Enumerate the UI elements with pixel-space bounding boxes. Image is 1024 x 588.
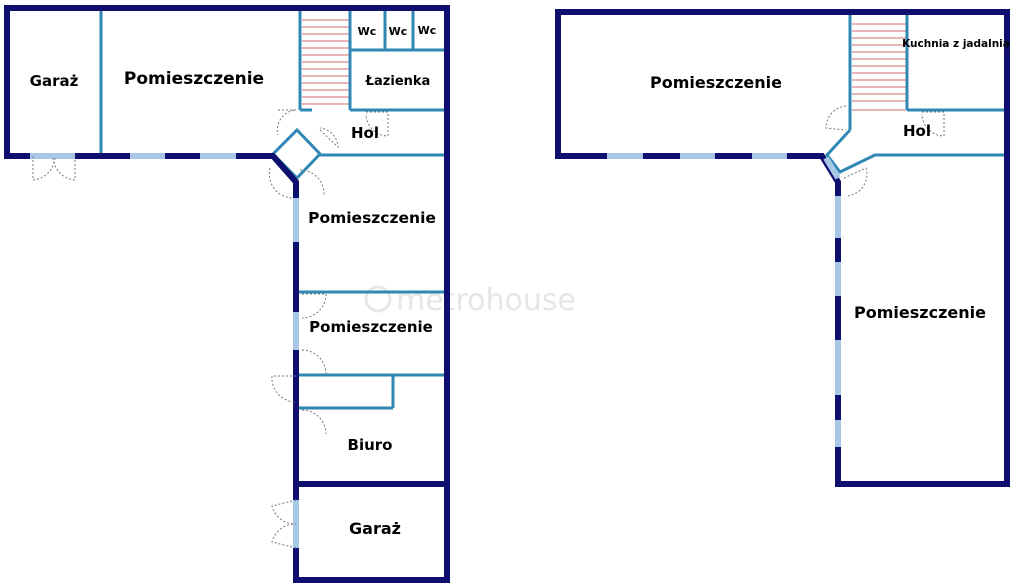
- stairs-left: [302, 19, 350, 105]
- door-room-mid: [301, 293, 327, 319]
- door-garage-bottom-2: [271, 523, 297, 549]
- door-entry-2: [299, 169, 325, 197]
- windows-right: [607, 153, 841, 447]
- watermark-logo-icon: [364, 285, 392, 313]
- door-right-2: [921, 111, 945, 137]
- door-garage-left: [32, 156, 56, 181]
- label-pomieszczenie-big: Pomieszczenie: [854, 303, 986, 322]
- room-labels-left: Garaż Pomieszczenie Wc Wc Wc Łazienka Ho…: [30, 24, 437, 538]
- windows-left: [30, 153, 299, 548]
- plan-left: Garaż Pomieszczenie Wc Wc Wc Łazienka Ho…: [4, 5, 450, 583]
- doors-right: [825, 105, 945, 197]
- label-pomieszczenie-top: Pomieszczenie: [124, 69, 264, 89]
- door-right-3: [843, 167, 868, 197]
- door-biuro: [301, 409, 327, 435]
- label-pomieszczenie-low: Pomieszczenie: [309, 318, 433, 336]
- plan-right: Pomieszczenie Kuchnia z jadalnią Hol Pom…: [555, 9, 1010, 487]
- label-pomieszczenie-mid: Pomieszczenie: [308, 209, 436, 227]
- watermark-text: metrohouse: [396, 283, 576, 318]
- room-labels-right: Pomieszczenie Kuchnia z jadalnią Hol Pom…: [650, 38, 1010, 322]
- door-hol-1: [276, 109, 297, 136]
- label-wc-1: Wc: [358, 25, 377, 38]
- outer-walls-left: [4, 5, 450, 583]
- label-pomieszczenie-top-right: Pomieszczenie: [650, 73, 782, 92]
- door-right-1: [825, 105, 847, 131]
- label-hol-right: Hol: [903, 122, 931, 140]
- label-lazienka: Łazienka: [365, 74, 431, 89]
- label-biuro: Biuro: [348, 436, 393, 454]
- door-garage-right: [52, 156, 76, 181]
- inner-walls-left: [99, 10, 447, 410]
- label-hol: Hol: [351, 124, 379, 142]
- door-ext-1: [271, 375, 297, 403]
- label-wc-2: Wc: [389, 25, 408, 38]
- outer-walls-right: [555, 9, 1010, 487]
- door-hol-2: [319, 127, 339, 149]
- inner-walls-right: [825, 12, 1007, 174]
- door-room-low: [301, 349, 327, 375]
- label-wc-3: Wc: [418, 24, 437, 37]
- label-kuchnia: Kuchnia z jadalnią: [902, 38, 1010, 50]
- door-wc: [365, 111, 389, 137]
- door-garage-bottom: [271, 499, 297, 525]
- label-garaz-top: Garaż: [30, 72, 79, 90]
- door-entry: [268, 167, 294, 199]
- stairs-right: [852, 23, 906, 111]
- doors-left: [32, 109, 389, 549]
- watermark: metrohouse: [364, 283, 576, 318]
- label-garaz-bottom: Garaż: [349, 519, 401, 538]
